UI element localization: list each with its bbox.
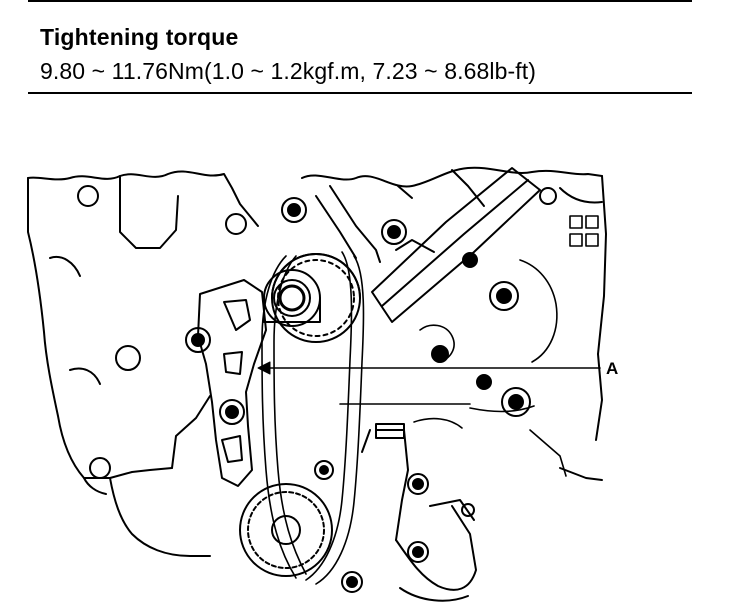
oil-pump-housing — [361, 423, 477, 602]
bolts — [185, 197, 531, 593]
chain-tensioner-arm — [197, 279, 267, 487]
bolt-tensioner-lower — [219, 399, 245, 425]
bolt-bottom — [341, 571, 363, 593]
chain-guide-right — [371, 167, 541, 323]
bolt-lower-right — [407, 473, 429, 495]
crank-sprocket — [239, 483, 333, 577]
bolt-tensioner-upper — [185, 327, 211, 353]
engine-block-outline — [27, 170, 259, 557]
upper-casing-outline — [301, 166, 607, 481]
bolt-upper-left — [281, 197, 307, 223]
cam-sprocket — [271, 253, 361, 343]
dowel-holes — [77, 185, 557, 517]
cam-bolt — [263, 269, 321, 327]
bolt-oil-pump — [407, 541, 429, 563]
bolt-crank-side — [314, 460, 334, 480]
timing-chain — [261, 251, 365, 585]
bolt-right-lower — [501, 387, 531, 417]
spec-value: 9.80 ~ 11.76Nm(1.0 ~ 1.2kgf.m, 7.23 ~ 8.… — [40, 58, 536, 84]
callout-a-label: A — [606, 359, 618, 378]
spec-header: Tightening torque 9.80 ~ 11.76Nm(1.0 ~ 1… — [28, 0, 692, 94]
spec-title: Tightening torque — [40, 24, 239, 50]
block-ribs-right — [339, 259, 567, 477]
bolt-right-upper — [489, 281, 519, 311]
bolt-cam-cover — [381, 219, 407, 245]
upper-right-bosses — [569, 215, 599, 247]
callout-a: A — [257, 359, 618, 378]
